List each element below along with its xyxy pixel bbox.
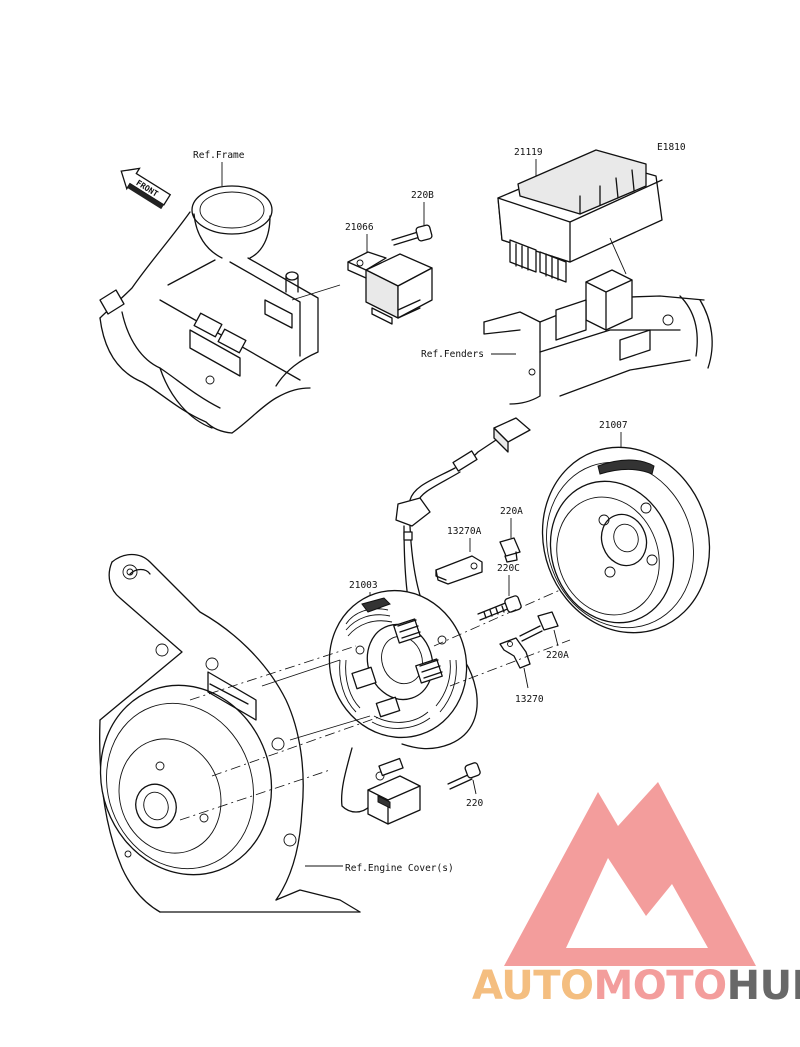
- part-number-220: 220: [466, 798, 483, 809]
- diagram-code: E1810: [657, 142, 686, 153]
- ref-fenders-label: Ref.Fenders: [421, 349, 484, 360]
- part-number-13270a: 13270A: [447, 526, 482, 537]
- fender-section: [483, 269, 713, 405]
- ref-engine-cover-label: Ref.Engine Cover(s): [345, 863, 454, 874]
- part-number-21066: 21066: [345, 222, 374, 233]
- ref-frame-label: Ref.Frame: [193, 150, 245, 161]
- part-number-220a-low: 220A: [546, 650, 569, 661]
- part-number-21119: 21119: [514, 147, 543, 158]
- automotohub-logo: AUTOMOTOHUB: [472, 782, 800, 1009]
- watermark-moto: MOTO: [594, 963, 727, 1009]
- watermark-auto: AUTO: [472, 963, 594, 1009]
- clamp-13270: [499, 637, 531, 669]
- plate-13270a: [435, 555, 483, 585]
- regulator-21119: [497, 149, 663, 283]
- part-number-13270: 13270: [515, 694, 544, 705]
- stator-21003: [328, 589, 468, 739]
- bolt-220b: [391, 224, 433, 246]
- bolt-220c: [477, 595, 522, 621]
- part-number-220b: 220B: [411, 190, 434, 201]
- watermark-hub: HUB: [727, 963, 800, 1009]
- front-arrow-icon: FRONT: [120, 167, 172, 210]
- alignment-lines: [179, 589, 571, 821]
- bolt-220a-top: [499, 537, 521, 563]
- part-number-220c: 220C: [497, 563, 520, 574]
- pickup-coil: [367, 757, 421, 825]
- part-number-21007: 21007: [599, 420, 628, 431]
- bolt-220: [447, 762, 481, 790]
- part-number-220a-top: 220A: [500, 506, 523, 517]
- frame-section: [99, 185, 341, 434]
- flywheel-21007: [541, 446, 711, 634]
- relay-21066: [347, 251, 433, 325]
- part-number-21003: 21003: [349, 580, 378, 591]
- engine-cover: [99, 553, 361, 913]
- svg-text:AUTOMOTOHUB: AUTOMOTOHUB: [472, 963, 800, 1009]
- bolt-220a-low: [519, 611, 559, 642]
